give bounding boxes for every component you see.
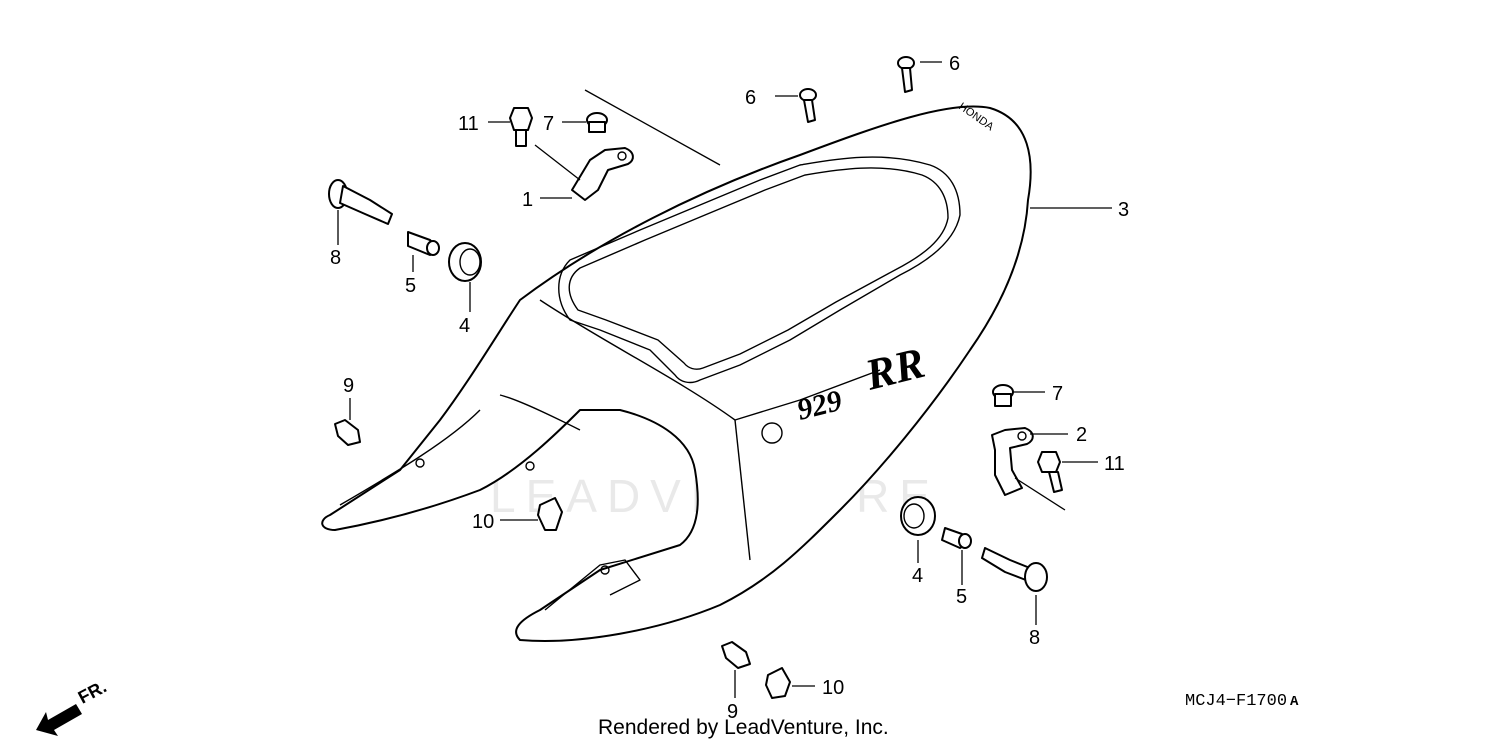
screw-6-lower-part[interactable] — [799, 88, 817, 123]
bolt-8-left-part[interactable] — [328, 179, 393, 225]
callout-11-lower[interactable]: 11 — [1104, 453, 1125, 475]
callout-6-upper[interactable]: 6 — [949, 53, 960, 75]
rear-cowl-part[interactable] — [321, 105, 1032, 642]
callout-9-upper[interactable]: 9 — [343, 375, 354, 397]
fastener-10-upper-part[interactable] — [537, 497, 563, 531]
clip-9-lower-part[interactable] — [721, 641, 751, 669]
screw-6-upper-part[interactable] — [897, 56, 915, 93]
callout-6-lower[interactable]: 6 — [745, 87, 756, 109]
callout-3[interactable]: 3 — [1118, 199, 1129, 221]
callout-10-lower[interactable]: 10 — [822, 677, 844, 699]
callout-4-right[interactable]: 4 — [912, 565, 923, 587]
bolt-8-right-part[interactable] — [981, 547, 1048, 592]
bracket-1-part[interactable] — [571, 147, 634, 201]
grommet-4-left-part[interactable] — [448, 242, 482, 282]
diagram-code-text: MCJ4−F1700 — [1185, 692, 1288, 711]
bolt-11-lower-part[interactable] — [1037, 451, 1063, 493]
collar-5-left-part[interactable] — [407, 231, 440, 256]
callout-2[interactable]: 2 — [1076, 424, 1087, 446]
nut-7-lower-part[interactable] — [992, 384, 1014, 407]
front-arrow-icon — [36, 704, 82, 736]
callout-11-upper[interactable]: 11 — [458, 113, 479, 135]
bolt-11-upper-part[interactable] — [509, 107, 533, 147]
collar-5-right-part[interactable] — [941, 527, 972, 549]
nut-7-upper-part[interactable] — [586, 112, 608, 133]
callout-4-left[interactable]: 4 — [459, 315, 470, 337]
callout-7-lower[interactable]: 7 — [1052, 383, 1063, 405]
callout-5-right[interactable]: 5 — [956, 586, 967, 608]
callout-10-upper[interactable]: 10 — [472, 511, 494, 533]
clip-9-upper-part[interactable] — [334, 419, 361, 446]
callout-1[interactable]: 1 — [522, 189, 533, 211]
credit-text: Rendered by LeadVenture, Inc. — [598, 716, 889, 739]
callout-8-right[interactable]: 8 — [1029, 627, 1040, 649]
grommet-4-right-part[interactable] — [900, 496, 936, 536]
callout-7-upper[interactable]: 7 — [543, 113, 554, 135]
callout-9-lower[interactable]: 9 — [727, 701, 738, 723]
callout-8-left[interactable]: 8 — [330, 247, 341, 269]
callout-5-left[interactable]: 5 — [405, 275, 416, 297]
fastener-10-lower-part[interactable] — [765, 667, 791, 699]
bracket-2-part[interactable] — [991, 427, 1034, 496]
leader-lines — [337, 61, 1112, 698]
diagram-code-suffix: A — [1290, 694, 1299, 710]
